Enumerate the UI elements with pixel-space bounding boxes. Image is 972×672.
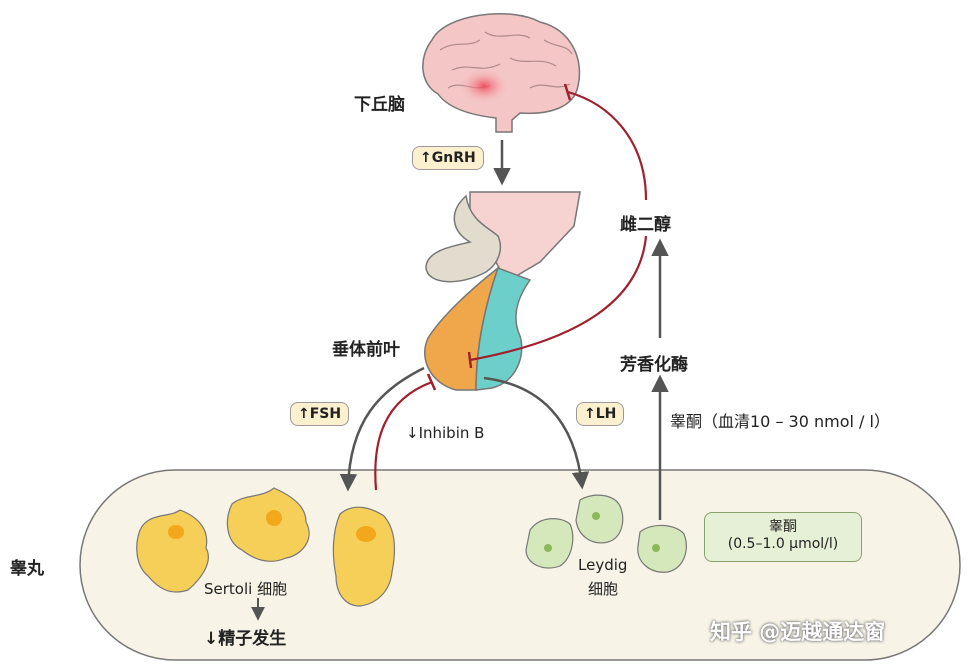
local-testosterone-value: (0.5–1.0 μmol/l) [727,536,839,552]
leydig-cell [637,524,687,573]
watermark: 知乎 @迈越通达窗 [710,620,886,644]
gnrh-badge: ↑GnRH [412,146,484,170]
estradiol-inhibit-pituitary [469,235,648,362]
fsh-arrow [339,366,425,492]
pituitary-intermediate-lobe [475,267,532,391]
hypothalamus-label: 下丘脑 [354,95,405,115]
pituitary-icon [423,191,581,391]
sertoli-cell-group [136,487,395,607]
estradiol-inhibit-hypothalamus [567,90,648,201]
local-testosterone-title: 睾酮 [769,519,797,535]
hypothalamus-highlight [458,68,510,104]
aromatase-label: 芳香化酶 [620,355,688,375]
fsh-badge: ↑FSH [290,402,350,426]
brain-icon [422,13,581,133]
leydig-cell [575,494,624,544]
local-testosterone-box: 睾酮 (0.5–1.0 μmol/l) [704,512,862,562]
sertoli-cell [136,509,209,593]
leydig-cells-label: 细胞 [588,580,619,598]
lh-badge: ↑LH [576,402,625,426]
testosterone-serum-label: 睾酮（血清10 – 30 nmol / l） [670,412,890,431]
pituitary-label: 垂体前叶 [332,340,400,360]
estradiol-label: 雌二醇 [620,215,671,235]
leydig-cell [525,518,574,569]
sertoli-cell [332,506,395,607]
inhibin-inhibit-pituitary [374,380,433,491]
spermatogenesis-label: ↓精子发生 [204,629,287,649]
sertoli-cell [226,487,310,562]
sertoli-cells-label: Sertoli 细胞 [204,580,288,598]
lh-arrow [483,376,590,490]
leydig-cell-group [525,494,687,573]
leydig-label: Leydig [578,556,628,574]
inhibin-label: ↓Inhibin B [406,424,485,442]
testis-label: 睾丸 [10,559,44,579]
